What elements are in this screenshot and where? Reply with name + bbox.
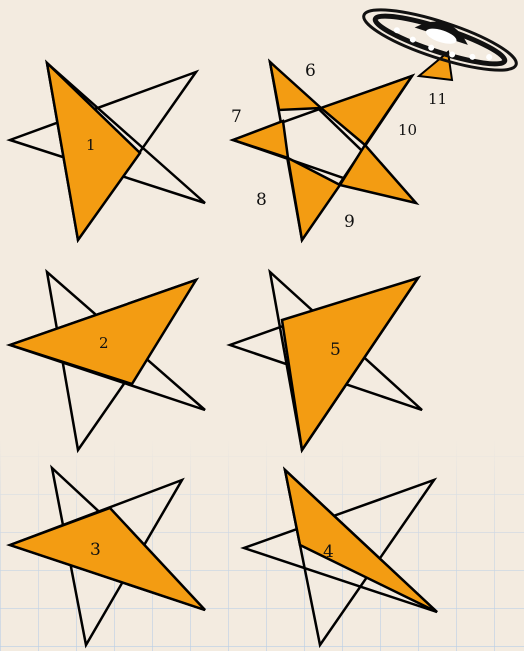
star-1-label: 1 [86, 136, 96, 154]
star-1: 1 [10, 63, 205, 240]
region-6-label: 6 [305, 61, 316, 81]
star-2: 2 [10, 272, 205, 450]
region-8-label: 8 [256, 190, 267, 210]
star-5-highlight [282, 278, 418, 450]
star-5-label: 5 [330, 340, 341, 360]
star-6: 6 7 8 9 10 11 [231, 52, 452, 240]
star-4-label: 4 [323, 542, 334, 562]
star-5: 5 [230, 272, 422, 450]
star-2-label: 2 [99, 334, 109, 352]
star-2-highlight [10, 280, 196, 384]
star-3-label: 3 [90, 540, 101, 560]
region-7-label: 7 [231, 107, 242, 127]
region-8 [288, 158, 340, 240]
region-11-label: 11 [428, 90, 447, 108]
region-10-label: 10 [398, 121, 417, 139]
region-9-label: 9 [344, 212, 355, 232]
region-9 [340, 145, 416, 203]
